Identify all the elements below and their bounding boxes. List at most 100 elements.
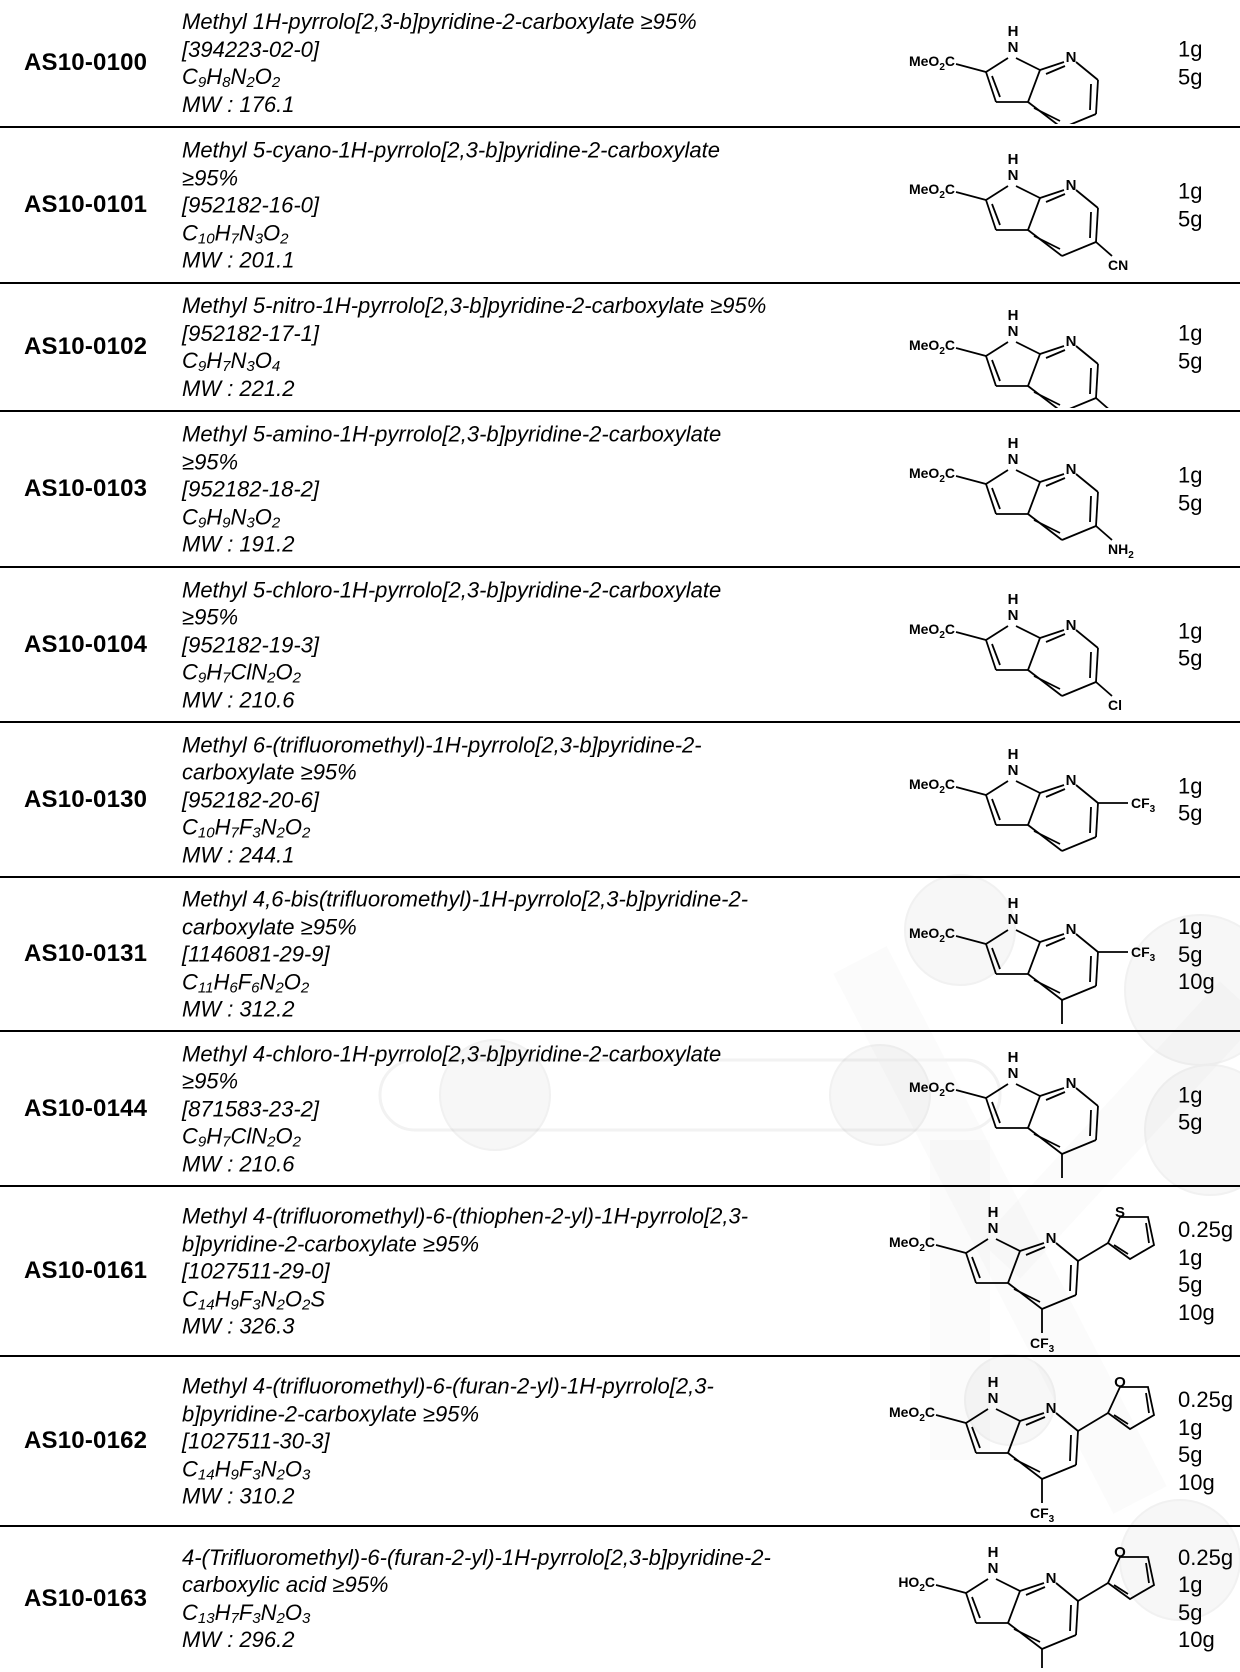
bond — [1033, 391, 1061, 406]
structure-label: H — [1008, 23, 1019, 40]
formula-element: C — [182, 503, 198, 529]
bond — [1095, 525, 1113, 541]
formula-element: H — [206, 659, 223, 685]
formula-element: H — [206, 503, 223, 529]
formula-count: 6 — [229, 978, 238, 996]
product-description: Methyl 4,6-bis(trifluoromethyl)-1H-pyrro… — [182, 885, 832, 1023]
pack-size: 0.25g — [1178, 1217, 1234, 1242]
bond — [1095, 802, 1099, 838]
bond — [1033, 830, 1061, 845]
bond — [1077, 1582, 1109, 1602]
bond — [985, 71, 997, 103]
bond — [991, 947, 1001, 970]
molecular-formula: C14H9F3N2O3 — [182, 1455, 832, 1483]
bond — [985, 57, 1009, 73]
azaindole-core — [955, 625, 1113, 697]
formula-count: 7 — [222, 358, 231, 375]
bond — [985, 469, 1009, 485]
azaindole-core — [955, 341, 1109, 408]
bond — [1033, 107, 1061, 122]
formula-count: 9 — [197, 1133, 207, 1151]
product-name-line: ≥95% — [182, 164, 239, 190]
pack-size: 0.25g — [1178, 1387, 1234, 1412]
product-name-line: 4-(Trifluoromethyl)-6-(furan-2-yl)-1H-py… — [182, 1544, 771, 1570]
structure-label: H — [1008, 746, 1019, 763]
product-description: Methyl 5-chloro-1H-pyrrolo[2,3-b]pyridin… — [182, 576, 832, 714]
bond — [1027, 973, 1063, 1001]
bond — [1015, 57, 1041, 71]
pack-size: 5g — [1178, 1109, 1203, 1135]
formula-element: H — [214, 219, 231, 245]
formula-element: F — [238, 814, 253, 840]
structure-label: H — [1008, 1049, 1019, 1066]
molecular-formula: C13H7F3N2O3 — [182, 1599, 832, 1627]
bond — [1069, 113, 1097, 124]
molecular-formula: C9H7ClN2O2 — [182, 1122, 832, 1150]
formula-element: S — [310, 1285, 325, 1311]
formula-element: N — [260, 1455, 277, 1481]
bond — [985, 483, 997, 515]
product-description: Methyl 1H-pyrrolo[2,3-b]pyridine-2-carbo… — [182, 8, 832, 118]
formula-count: 14 — [197, 1465, 215, 1483]
bond — [965, 1238, 989, 1254]
bond — [1075, 933, 1099, 953]
bond — [1045, 65, 1066, 75]
pack-size: 5g — [1178, 1442, 1203, 1467]
furan-ring — [1106, 1556, 1156, 1601]
bond — [1089, 806, 1092, 834]
azaindole-core — [955, 1083, 1099, 1178]
bond — [935, 1584, 967, 1594]
formula-element: N — [230, 64, 247, 89]
bond — [1039, 473, 1065, 483]
formula-element: C — [182, 814, 198, 840]
bond — [955, 63, 987, 73]
formula-element: O — [254, 503, 272, 529]
bond — [1007, 1282, 1043, 1310]
formula-count: 7 — [222, 1133, 231, 1151]
formula-element: F — [237, 968, 252, 994]
bond — [1007, 1590, 1021, 1624]
structure-label: H — [1008, 151, 1019, 168]
bond — [1061, 836, 1097, 852]
bond — [1013, 1288, 1041, 1303]
bond — [1019, 1412, 1045, 1422]
formula-count: 7 — [230, 229, 239, 247]
formula-count: 10 — [197, 824, 215, 842]
bond — [1027, 69, 1041, 103]
formula-count: 7 — [222, 669, 231, 687]
bond — [1027, 1127, 1063, 1155]
pack-size: 10g — [1178, 1469, 1215, 1495]
bond — [991, 359, 1001, 382]
bond — [1095, 951, 1099, 987]
bond — [1089, 651, 1092, 679]
bond — [1015, 625, 1041, 639]
pack-size: 5g — [1178, 490, 1203, 515]
bond — [1027, 385, 1059, 408]
structure-label: N — [1066, 177, 1077, 194]
formula-count: 9 — [230, 1465, 239, 1483]
bond — [1089, 83, 1092, 111]
bond — [1019, 1582, 1045, 1592]
bond — [1025, 1246, 1046, 1256]
bond — [1061, 985, 1097, 1001]
formula-element: N — [251, 659, 268, 685]
product-name-line: ≥95% — [182, 604, 239, 630]
product-description: Methyl 4-chloro-1H-pyrrolo[2,3-b]pyridin… — [182, 1040, 832, 1178]
pack-size: 5g — [1178, 1272, 1203, 1297]
product-description: Methyl 4-(trifluoromethyl)-6-(thiophen-2… — [182, 1202, 832, 1340]
bond — [1089, 367, 1092, 395]
acid-group-label: MeO2C — [909, 925, 955, 945]
bond — [1027, 353, 1041, 387]
molecular-formula: C11H6F6N2O2 — [182, 968, 832, 996]
formula-count: 2 — [280, 229, 289, 247]
bond — [1075, 1430, 1079, 1466]
product-description: Methyl 6-(trifluoromethyl)-1H-pyrrolo[2,… — [182, 731, 832, 869]
